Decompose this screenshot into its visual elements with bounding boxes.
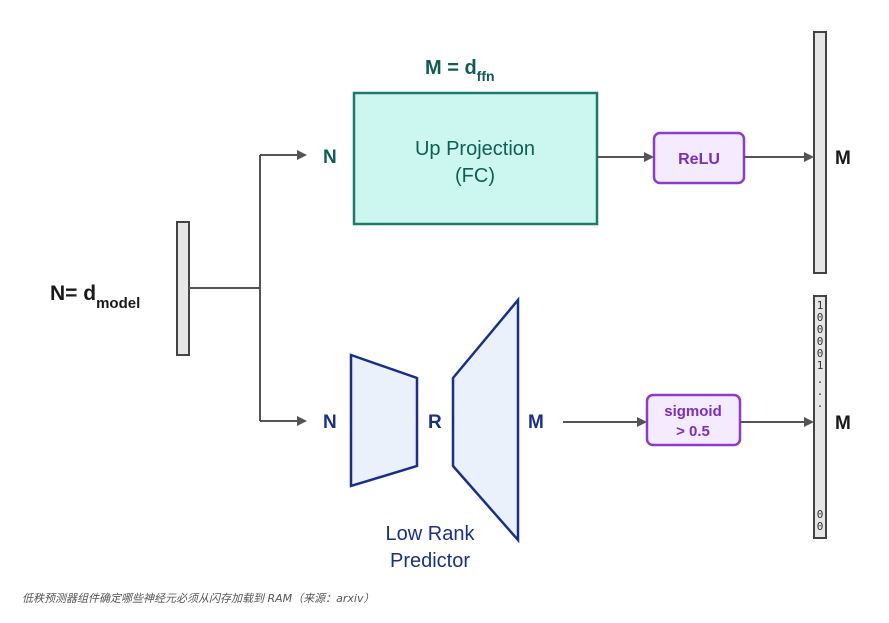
ffn-width-label: M = dffn <box>425 57 495 84</box>
mask-bit-top-0: 1 <box>817 299 824 312</box>
mask-vector-bar <box>813 295 827 539</box>
mask-bit-top-2: 0 <box>817 323 824 336</box>
predictor-out-dim-label: M <box>528 412 544 433</box>
up-projection-title: Up Projection <box>415 138 535 160</box>
figure-caption: 低秩预测器组件确定哪些神经元必须从闪存加载到 RAM（来源：arxiv） <box>22 592 375 605</box>
predictor-in-dim-label: N <box>323 412 337 433</box>
sigmoid-threshold-label: > 0.5 <box>676 423 710 440</box>
top-output-vector-bar <box>813 31 827 274</box>
mask-output-dim-label: M <box>835 413 851 434</box>
mask-bit-bottom-0: 0 <box>817 508 824 521</box>
predictor-title-line2: Predictor <box>390 550 470 572</box>
top-output-dim-label: M <box>835 148 851 169</box>
input-vector-bar <box>176 221 190 356</box>
mask-ellipsis-dot-2: . <box>817 397 824 410</box>
input-dim-label: N= dmodel <box>50 282 140 312</box>
mask-ellipsis-dot-0: . <box>817 373 824 386</box>
sigmoid-label: sigmoid <box>664 403 722 420</box>
mask-ellipsis-dot-1: . <box>817 385 824 398</box>
mask-bit-bottom-1: 0 <box>817 520 824 533</box>
mask-bit-top-3: 0 <box>817 335 824 348</box>
mask-bit-top-5: 1 <box>817 359 824 372</box>
up-projection-box <box>352 91 599 226</box>
predictor-rank-label: R <box>428 412 442 433</box>
predictor-title-line1: Low Rank <box>386 523 476 545</box>
input-split-connector <box>189 150 307 426</box>
sigmoid-box <box>645 393 742 447</box>
down-projection-trapezoid <box>349 353 419 488</box>
relu-label: ReLU <box>678 151 720 168</box>
up-projection-trapezoid <box>451 296 520 544</box>
up-branch-dim-label: N <box>323 147 337 168</box>
mask-bit-top-1: 0 <box>817 311 824 324</box>
mask-bit-top-4: 0 <box>817 347 824 360</box>
up-projection-subtitle: (FC) <box>455 165 495 187</box>
